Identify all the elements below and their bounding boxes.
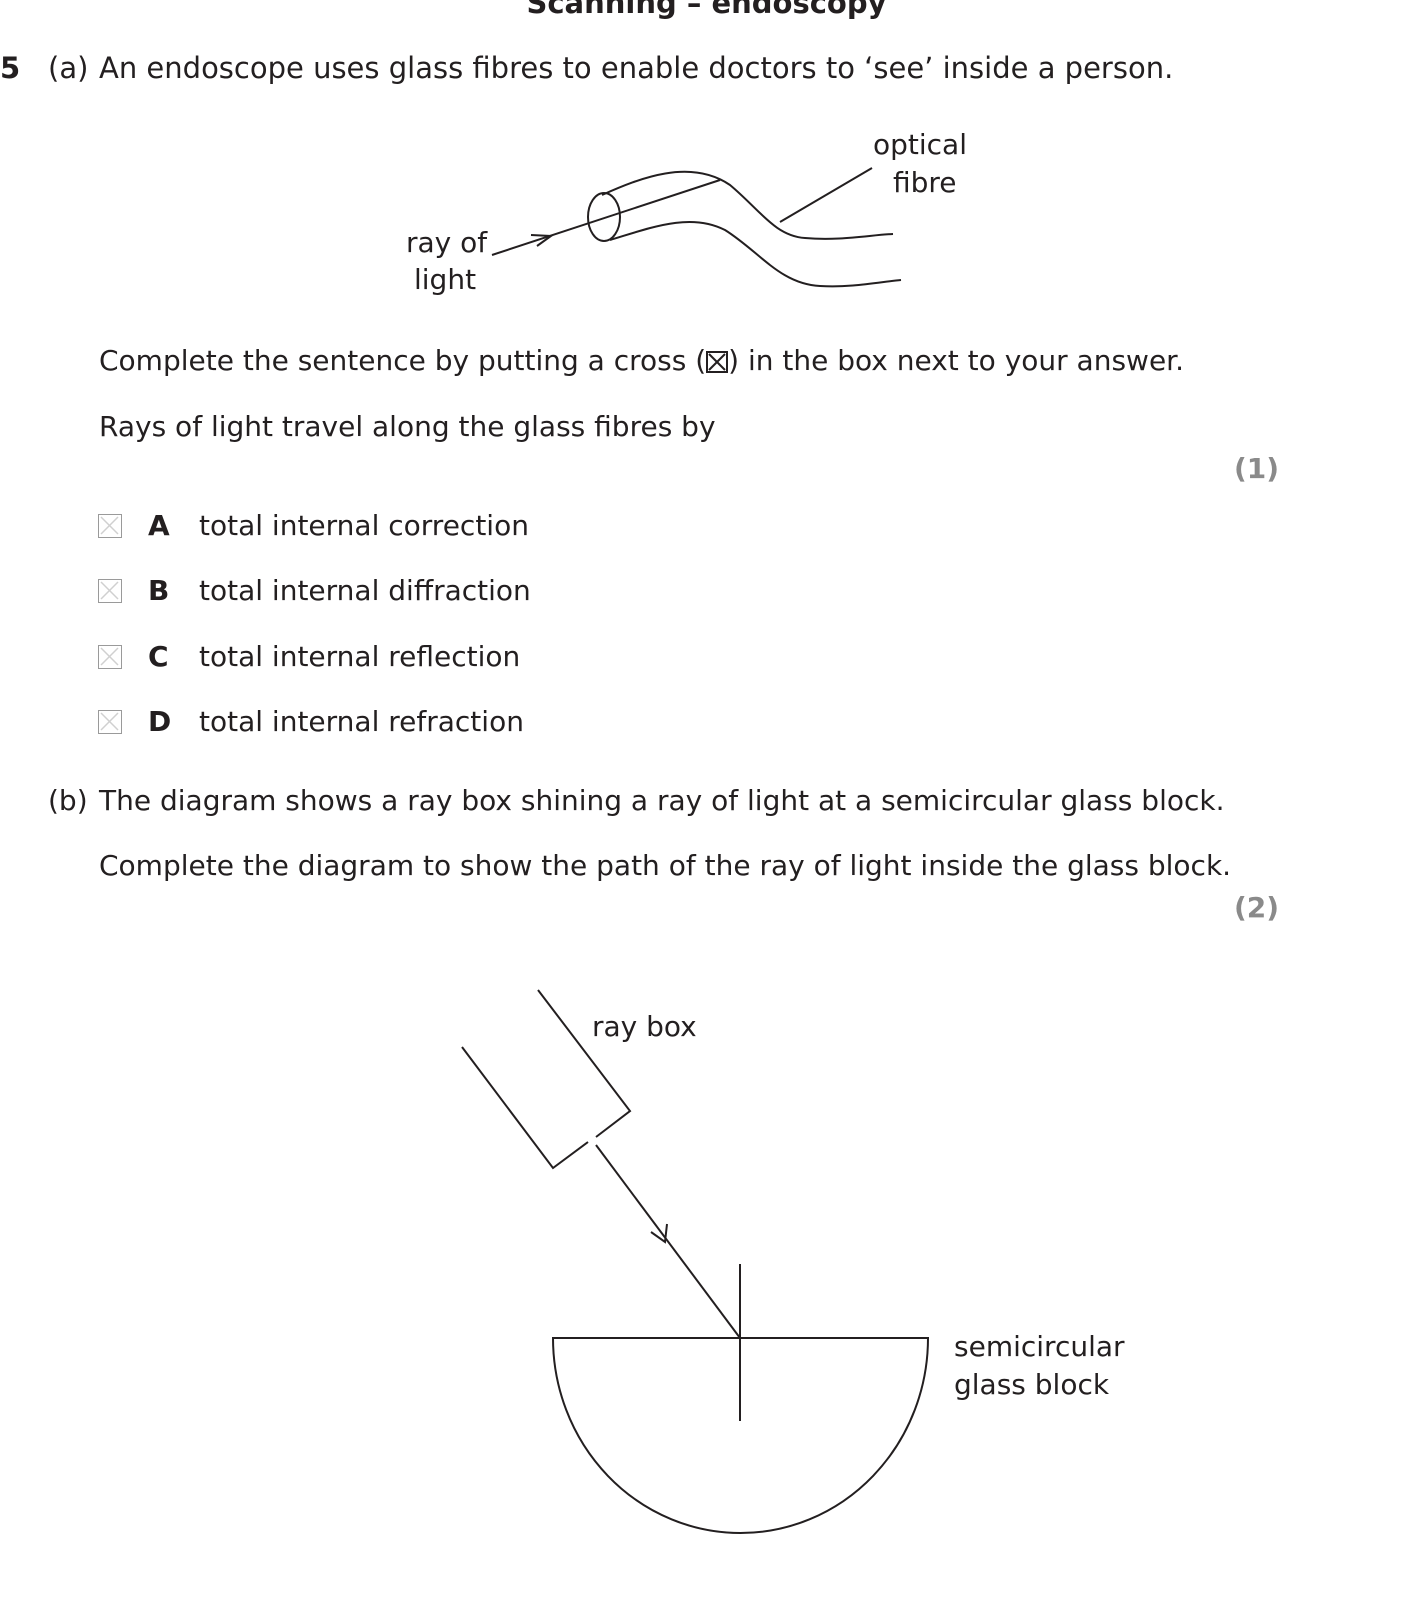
- fibre-end: [587, 192, 621, 242]
- checkbox-c[interactable]: [98, 645, 122, 669]
- semicircular-glass-block: [551, 1337, 930, 1534]
- ray-box-left-side: [461, 1046, 589, 1170]
- fibre-label-pointer: [779, 167, 873, 223]
- option-c-text: total internal reflection: [199, 640, 521, 673]
- option-d-letter: D: [148, 705, 172, 738]
- instruction: Complete the sentence by putting a cross…: [99, 347, 1184, 375]
- option-a-text: total internal correction: [199, 509, 529, 542]
- checkbox-a[interactable]: [98, 514, 122, 538]
- question-number: 5: [0, 51, 21, 85]
- instruction-before: Complete the sentence by putting a cross…: [99, 344, 707, 377]
- label-ray-box: ray box: [592, 1010, 697, 1043]
- option-c-letter: C: [148, 640, 169, 673]
- label-optical-fibre-line1: optical: [873, 128, 967, 161]
- part-b-label: (b): [48, 784, 88, 817]
- cross-box-icon: [706, 351, 729, 373]
- part-a-label: (a): [48, 51, 89, 85]
- ray-box-right-side: [537, 989, 632, 1138]
- page-title: Scanning – endoscopy: [526, 0, 887, 20]
- label-ray-of-light-line1: ray of: [406, 226, 488, 259]
- label-optical-fibre-line2: fibre: [893, 166, 957, 199]
- label-ray-of-light-line2: light: [414, 263, 477, 296]
- fibre-bottom-edge: [609, 220, 902, 288]
- option-b-text: total internal diffraction: [199, 574, 531, 607]
- optical-fibre-diagram: [491, 167, 902, 288]
- marks-part-b: (2): [1234, 891, 1280, 924]
- option-a-letter: A: [148, 509, 170, 542]
- question-stem: Rays of light travel along the glass fib…: [99, 410, 716, 443]
- option-d-text: total internal refraction: [199, 705, 524, 738]
- label-glass-block-line2: glass block: [954, 1368, 1110, 1401]
- part-a-text: An endoscope uses glass fibres to enable…: [99, 51, 1174, 85]
- part-b-instruction: Complete the diagram to show the path of…: [99, 849, 1232, 882]
- incident-ray: [595, 1144, 741, 1339]
- checkbox-d[interactable]: [98, 710, 122, 734]
- marks-part-a: (1): [1234, 452, 1280, 485]
- label-glass-block-line1: semicircular: [954, 1330, 1125, 1363]
- part-b-text: The diagram shows a ray box shining a ra…: [99, 784, 1225, 817]
- instruction-after: ) in the box next to your answer.: [728, 344, 1185, 377]
- option-b-letter: B: [148, 574, 170, 607]
- light-ray: [491, 179, 721, 256]
- checkbox-b[interactable]: [98, 579, 122, 603]
- ray-arrowhead: [530, 234, 554, 247]
- fibre-top-edge: [601, 170, 894, 240]
- incident-ray-arrowhead: [650, 1223, 668, 1244]
